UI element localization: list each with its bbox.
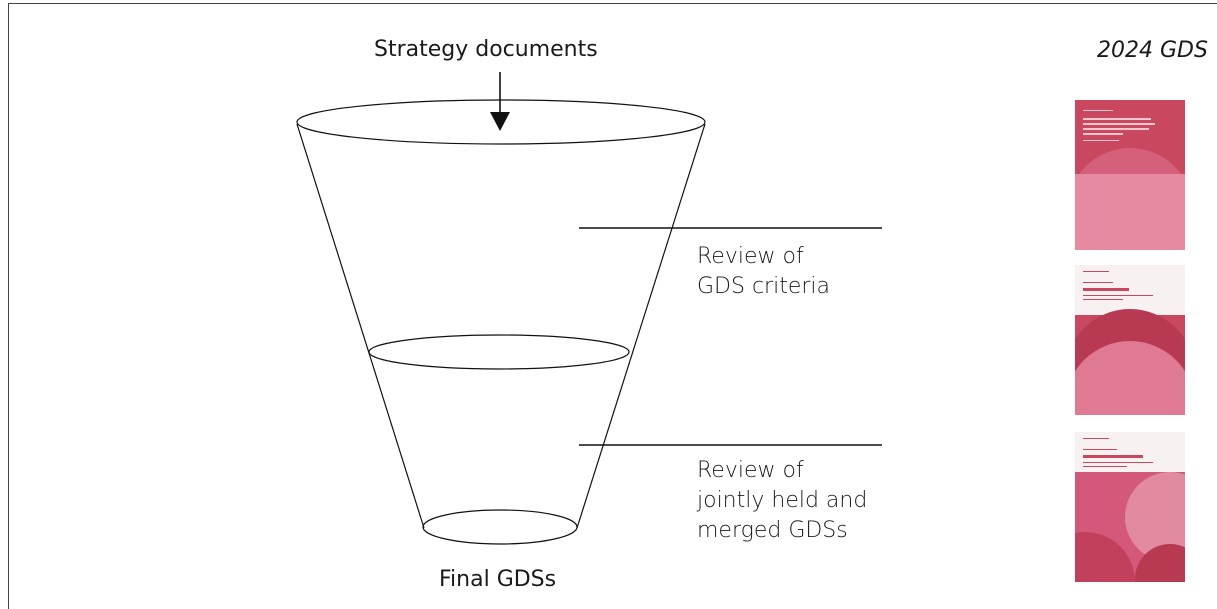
stage-2-line-2: jointly held and [697, 488, 868, 513]
input-arrow-head [490, 112, 510, 131]
funnel-right-side [576, 123, 706, 529]
report-cover-1 [1075, 100, 1185, 250]
stage-2-line-3: merged GDSs [697, 518, 848, 543]
funnel-left-side [296, 123, 425, 529]
stage-1-label: Review of GDS criteria [697, 242, 830, 302]
stage-2-label: Review of jointly held and merged GDSs [697, 456, 867, 546]
stage-1-line-1: Review of [697, 244, 804, 269]
sidebar-title: 2024 GDS [1097, 38, 1208, 63]
report-cover-2 [1075, 265, 1185, 415]
output-label: Final GDSs [439, 567, 557, 592]
stage-2-line-1: Review of [697, 458, 804, 483]
funnel-top-rim [296, 99, 706, 145]
input-label: Strategy documents [374, 37, 598, 62]
stage-1-line-2: GDS criteria [697, 274, 830, 299]
report-cover-3 [1075, 432, 1185, 582]
funnel-bottom-rim [422, 509, 578, 545]
funnel-middle-rim [368, 334, 630, 370]
figure-frame [8, 3, 1217, 609]
